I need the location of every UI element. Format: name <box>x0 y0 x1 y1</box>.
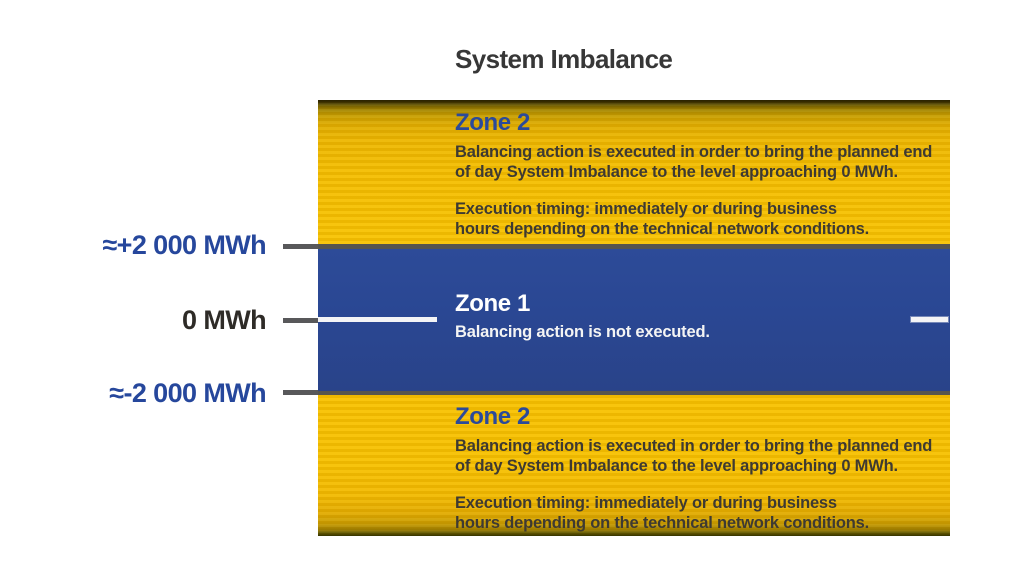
zero-level-dash-right <box>911 317 948 322</box>
zone-2-lower-body-line1: Balancing action is executed in order to… <box>455 437 933 455</box>
zone-2-lower-content: Zone 2 Balancing action is executed in o… <box>455 395 942 533</box>
zone-2-lower-timing-line1: Execution timing: immediately or during … <box>455 494 837 512</box>
zone-2-upper-body-line1: Balancing action is executed in order to… <box>455 143 933 161</box>
zone-2-upper-heading: Zone 2 <box>455 109 530 136</box>
zone-1-heading: Zone 1 <box>455 290 530 317</box>
zone-2-lower-heading: Zone 2 <box>455 403 530 430</box>
zone-2-upper-timing-line2: hours depending on the technical network… <box>455 220 870 238</box>
zone-1-content: Zone 1 Balancing action is not executed. <box>455 249 942 342</box>
axis-label-lower-threshold: ≈-2 000 MWh <box>109 378 266 408</box>
zone-2-upper-content: Zone 2 Balancing action is executed in o… <box>455 100 942 239</box>
axis-label-zero: 0 MWh <box>182 305 267 335</box>
zone-boundary-upper <box>318 244 950 249</box>
tick-zero-level <box>283 318 318 323</box>
zone-2-lower-timing-line2: hours depending on the technical network… <box>455 514 870 532</box>
tick-upper-threshold <box>283 244 318 249</box>
page-title: System Imbalance <box>455 44 673 74</box>
zero-level-line-left <box>318 317 437 322</box>
axis-label-upper-threshold: ≈+2 000 MWh <box>102 230 266 260</box>
zone-2-lower-body-line2: of day System Imbalance to the level app… <box>455 457 898 475</box>
zone-2-upper-band: Zone 2 Balancing action is executed in o… <box>318 100 950 244</box>
zone-2-upper-body-line2: of day System Imbalance to the level app… <box>455 163 898 181</box>
zone-boundary-lower <box>318 391 950 395</box>
zone-2-lower-band: Zone 2 Balancing action is executed in o… <box>318 395 950 536</box>
zone-2-upper-timing-line1: Execution timing: immediately or during … <box>455 200 837 218</box>
zone-1-body: Balancing action is not executed. <box>455 323 710 341</box>
tick-lower-threshold <box>283 390 318 395</box>
